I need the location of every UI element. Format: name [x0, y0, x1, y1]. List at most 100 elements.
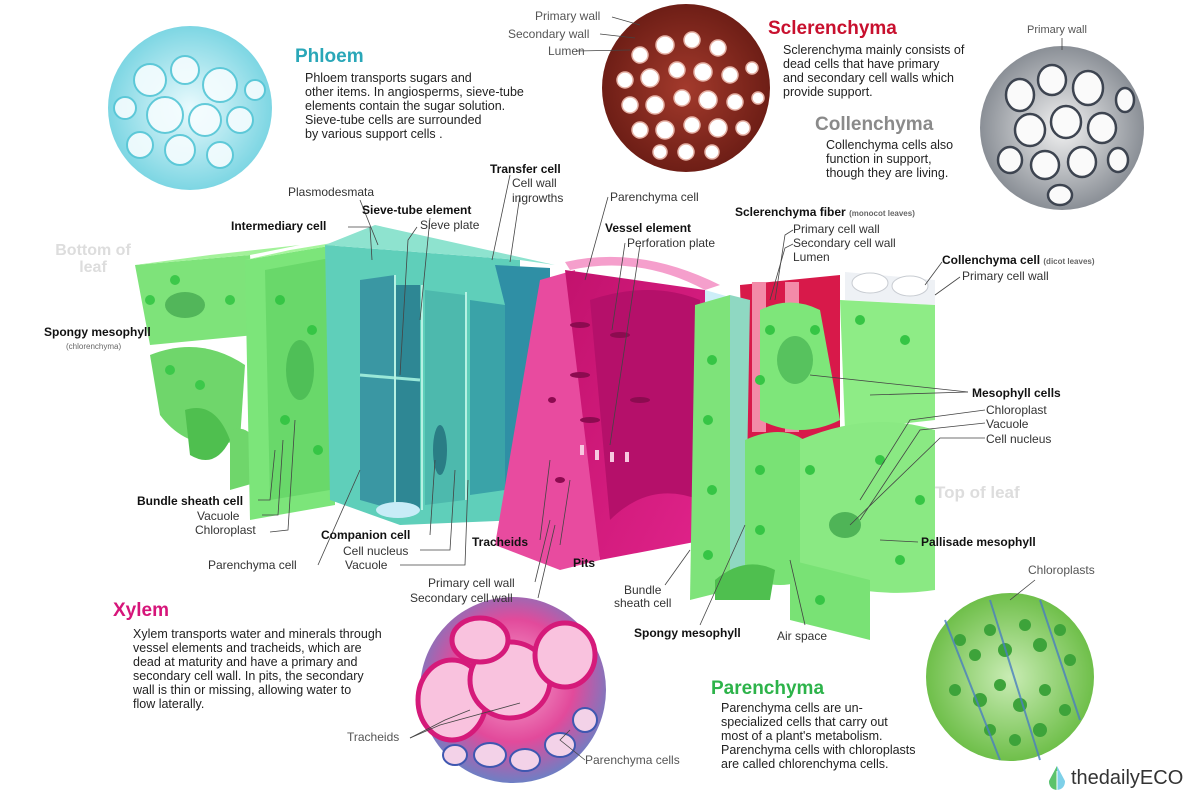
xylem-tissue-block — [495, 256, 740, 570]
parenchyma-desc-line: Parenchyma cells with chloroplasts — [721, 743, 916, 757]
xylem-description: Xylem transports water and minerals thro… — [133, 627, 382, 711]
phloem-desc-line: elements contain the sugar solution. — [305, 99, 506, 113]
label-sieve-tube-element: Sieve-tube element — [362, 203, 472, 217]
brand-name: thedailyECO — [1071, 766, 1184, 789]
label-cell-nucleus-right: Cell nucleus — [986, 432, 1052, 446]
bundle-sheath-left-tissue — [245, 235, 380, 520]
parenchyma-photo-chloroplasts: Chloroplasts — [1028, 563, 1095, 577]
label-chloroplast-left: Chloroplast — [195, 523, 256, 537]
label-vacuole-right: Vacuole — [986, 417, 1029, 431]
parenchyma-title: Parenchyma — [711, 678, 825, 699]
collenchyma-desc-line: Collenchyma cells also — [826, 138, 954, 152]
label-intermediary-cell: Intermediary cell — [231, 219, 327, 233]
label-bundle-sheath-cell-right: Bundle sheath cell — [614, 584, 671, 610]
label-chloroplast-right: Chloroplast — [986, 403, 1047, 417]
collenchyma-micrograph — [980, 46, 1144, 210]
bundle-sheath-right-line1: Bundle — [624, 583, 662, 597]
label-cell-wall-ingrowths-2: ingrowths — [512, 191, 564, 205]
sclerenchyma-fiber-text: Sclerenchyma fiber — [735, 205, 846, 219]
xylem-desc-line: vessel elements and tracheids, which are — [133, 641, 362, 655]
phloem-description: Phloem transports sugars and other items… — [305, 71, 524, 141]
phloem-desc-line: other items. In angiosperms, sieve-tube — [305, 85, 524, 99]
sclerenchyma-description: Sclerenchyma mainly consists of dead cel… — [783, 43, 964, 99]
xylem-photo-tracheids: Tracheids — [347, 730, 400, 744]
xylem-desc-line: flow laterally. — [133, 697, 205, 711]
parenchyma-desc-line: specialized cells that carry out — [721, 715, 888, 729]
label-primary-cell-wall-xyl: Primary cell wall — [428, 576, 515, 590]
brand-logo[interactable]: thedailyECO — [1047, 765, 1183, 791]
sclerenchyma-desc-line: and secondary cell walls which — [783, 71, 954, 85]
label-sclerenchyma-fiber: Sclerenchyma fiber (monocot leaves) — [735, 206, 915, 220]
label-parenchyma-cell-bottom: Parenchyma cell — [208, 558, 297, 572]
collenchyma-desc-line: function in support, — [826, 152, 932, 166]
label-secondary-cell-wall-scl: Secondary cell wall — [793, 236, 896, 250]
xylem-title: Xylem — [113, 600, 169, 621]
xylem-desc-line: Xylem transports water and minerals thro… — [133, 627, 382, 641]
parenchyma-desc-line: Parenchyma cells are un- — [721, 701, 863, 715]
top-of-leaf-label: Top of leaf — [935, 483, 1020, 502]
phloem-title: Phloem — [295, 46, 364, 67]
label-vacuole-left: Vacuole — [197, 509, 240, 523]
parenchyma-desc-line: most of a plant's metabolism. — [721, 729, 883, 743]
xylem-desc-line: secondary cell wall. In pits, the second… — [133, 669, 364, 683]
label-cell-wall-ingrowths: Cell wall — [512, 176, 557, 190]
sclerenchyma-desc-line: Sclerenchyma mainly consists of — [783, 43, 965, 57]
parenchyma-micrograph — [926, 593, 1094, 761]
col-photo-primary-wall: Primary wall — [1027, 24, 1087, 36]
leaf-drop-icon — [1049, 766, 1065, 790]
scl-photo-secondary-wall: Secondary wall — [508, 27, 590, 41]
label-sieve-plate: Sieve plate — [420, 218, 480, 232]
leader-lines — [258, 16, 1063, 761]
label-tracheids: Tracheids — [472, 535, 529, 549]
sclerenchyma-desc-line: dead cells that have primary — [783, 57, 940, 71]
label-air-space: Air space — [777, 629, 828, 643]
label-transfer-cell: Transfer cell — [490, 162, 561, 176]
sclerenchyma-micrograph — [602, 4, 770, 172]
collenchyma-cell-text: Collenchyma cell — [942, 253, 1041, 267]
label-spongy-mesophyll-right: Spongy mesophyll — [634, 626, 741, 640]
xylem-photo-parenchyma-cells: Parenchyma cells — [585, 753, 680, 767]
scl-photo-lumen: Lumen — [548, 44, 585, 58]
label-vacuole-mid: Vacuole — [345, 558, 388, 572]
parenchyma-desc-line: are called chlorenchyma cells. — [721, 757, 889, 771]
bundle-sheath-right-tissue — [690, 295, 750, 600]
collenchyma-description: Collenchyma cells also function in suppo… — [826, 138, 953, 180]
label-mesophyll-cells: Mesophyll cells — [972, 386, 1061, 400]
label-pallisade-mesophyll: Pallisade mesophyll — [921, 535, 1036, 549]
label-bundle-sheath-cell-left: Bundle sheath cell — [137, 494, 244, 508]
label-lumen-scl: Lumen — [793, 250, 830, 264]
collenchyma-cell-tissue — [845, 272, 935, 305]
label-primary-cell-wall-col: Primary cell wall — [962, 269, 1049, 283]
label-companion-cell: Companion cell — [321, 528, 411, 542]
palisade-mesophyll-tissue — [715, 300, 935, 640]
sclerenchyma-fiber-note: (monocot leaves) — [849, 209, 915, 218]
label-collenchyma-cell: Collenchyma cell (dicot leaves) — [942, 254, 1095, 268]
phloem-micrograph — [108, 26, 272, 190]
xylem-desc-line: wall is thin or missing, allowing water … — [133, 683, 352, 697]
xylem-desc-line: dead at maturity and have a primary and — [133, 655, 358, 669]
label-pits: Pits — [573, 556, 596, 570]
label-vessel-element: Vessel element — [605, 221, 692, 235]
bottom-of-leaf-label: Bottom of leaf — [55, 242, 131, 276]
label-spongy-mesophyll-left: Spongy mesophyll — [44, 325, 151, 339]
sclerenchyma-desc-line: provide support. — [783, 85, 873, 99]
collenchyma-cell-note: (dicot leaves) — [1043, 257, 1095, 266]
phloem-desc-line: Sieve-tube cells are surrounded — [305, 113, 482, 127]
spongy-mesophyll-left-tissue — [135, 245, 300, 490]
phloem-desc-line: Phloem transports sugars and — [305, 71, 472, 85]
bundle-sheath-right-line2: sheath cell — [614, 596, 672, 610]
label-cell-nucleus-mid: Cell nucleus — [343, 544, 409, 558]
collenchyma-title: Collenchyma — [815, 114, 934, 135]
label-parenchyma-cell-top: Parenchyma cell — [610, 190, 699, 204]
xylem-micrograph — [415, 597, 606, 783]
label-secondary-cell-wall-xyl: Secondary cell wall — [410, 591, 513, 605]
label-perforation-plate: Perforation plate — [627, 236, 716, 250]
parenchyma-description: Parenchyma cells are un- specialized cel… — [721, 701, 916, 771]
collenchyma-desc-line: though they are living. — [826, 166, 949, 180]
label-primary-cell-wall-scl: Primary cell wall — [793, 222, 880, 236]
phloem-desc-line: by various support cells . — [305, 127, 443, 141]
label-chlorenchyma-note: (chlorenchyma) — [66, 342, 122, 351]
label-plasmodesmata: Plasmodesmata — [288, 185, 375, 199]
scl-photo-primary-wall: Primary wall — [535, 9, 601, 23]
